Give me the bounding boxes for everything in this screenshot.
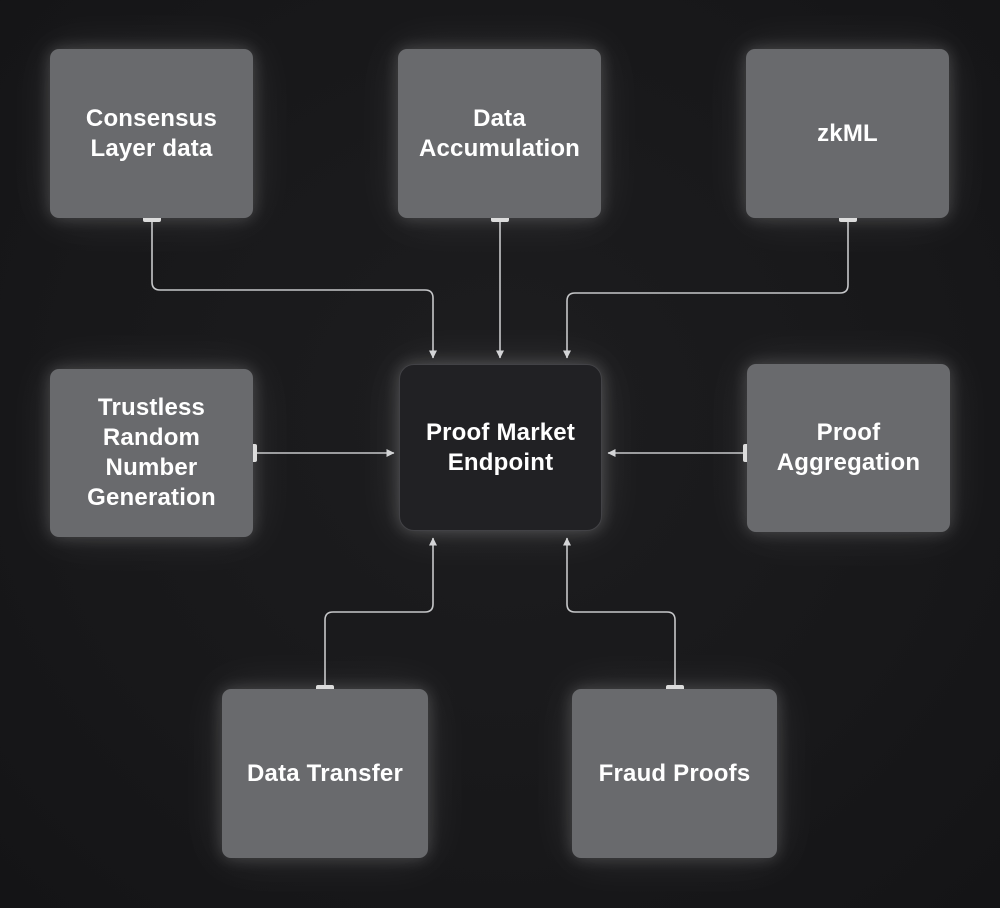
node-data-accumulation[interactable]: Data Accumulation — [398, 49, 601, 218]
node-trustless-random-number-generation[interactable]: Trustless Random Number Generation — [50, 369, 253, 537]
node-label: Trustless Random Number Generation — [87, 394, 216, 511]
node-label: Consensus Layer data — [85, 104, 218, 162]
node-proof-market-endpoint[interactable]: Proof Market Endpoint — [399, 364, 602, 531]
node-label: Data Transfer — [247, 759, 403, 787]
node-consensus-layer-data[interactable]: Consensus Layer data — [50, 49, 253, 218]
node-fraud-proofs[interactable]: Fraud Proofs — [572, 689, 777, 858]
node-label: Data Accumulation — [418, 104, 581, 162]
node-data-transfer[interactable]: Data Transfer — [222, 689, 428, 858]
node-label: zkML — [817, 119, 878, 147]
node-proof-aggregation[interactable]: Proof Aggregation — [747, 364, 950, 532]
node-label: Fraud Proofs — [598, 759, 751, 787]
node-label: Proof Market Endpoint — [425, 418, 576, 476]
edge-consensus-to-center — [151, 222, 437, 359]
node-label: Proof Aggregation — [776, 419, 921, 476]
edge-data-transfer-to-center — [324, 537, 437, 686]
edge-zkml-to-center — [563, 222, 849, 359]
edge-fraud-proofs-to-center — [563, 537, 676, 686]
node-zkml[interactable]: zkML — [746, 49, 949, 218]
